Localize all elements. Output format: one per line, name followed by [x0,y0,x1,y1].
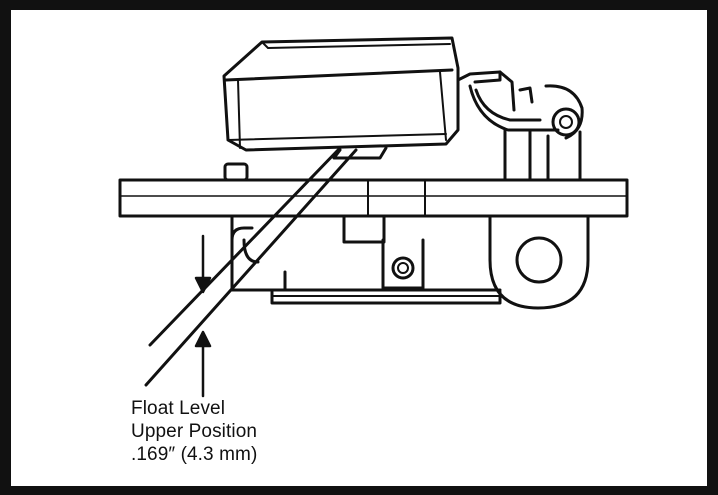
bowl-body [230,213,502,292]
float-arm [144,146,358,387]
bowl-boss [342,213,386,244]
lower-body-casting [270,290,502,305]
caption-line-2: Upper Position [131,421,258,442]
hinge-lug [381,238,425,290]
float-level-caption: Float Level Upper Position .169″ (4.3 mm… [131,397,257,466]
right-boss [488,215,590,310]
hinge-bracket [456,70,584,182]
measurement-arrows [194,234,212,398]
caption-line-3: .169″ (4.3 mm) [131,444,258,465]
caption-line-1: Float Level [131,398,226,419]
float-body [222,36,460,160]
main-plate [118,162,629,218]
